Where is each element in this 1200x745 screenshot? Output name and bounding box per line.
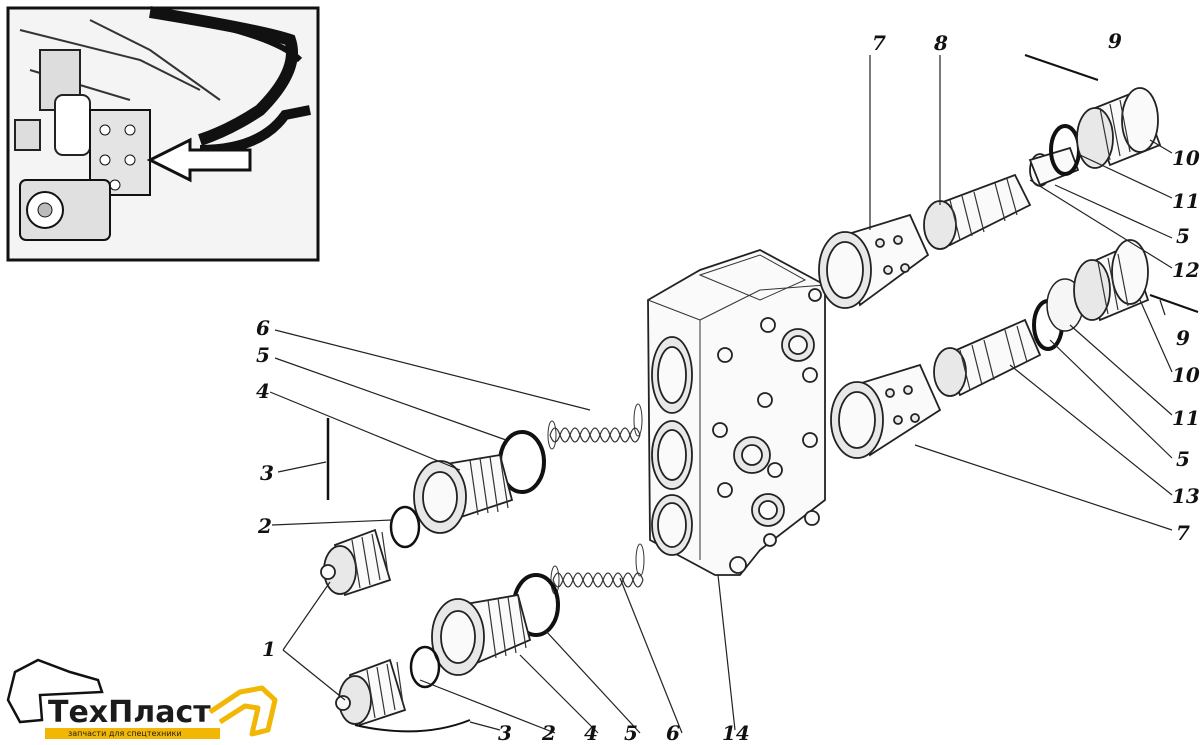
location-arrow-icon — [146, 137, 252, 183]
callout-2-upper: 2 — [257, 514, 272, 538]
callout-11-lower: 11 — [1172, 406, 1200, 430]
callout-10-lower: 10 — [1172, 363, 1200, 387]
nut-lower — [431, 593, 532, 676]
callout-9-upper: 9 — [1108, 29, 1122, 53]
callout-12: 12 — [1172, 258, 1200, 282]
callout-14: 14 — [722, 721, 750, 745]
callout-7-upper: 7 — [872, 31, 886, 55]
leader-lines — [269, 55, 1173, 734]
callout-labels: 1 2 2 3 3 4 4 5 5 5 5 6 6 7 7 8 9 9 10 1… — [256, 29, 1200, 745]
pin-right-lower — [1149, 294, 1199, 313]
spool-lower — [933, 318, 1042, 397]
pin-right-upper — [1024, 54, 1099, 81]
plug-upper — [320, 528, 392, 597]
callout-5-right-lower: 5 — [1176, 447, 1190, 471]
callout-11-upper: 11 — [1172, 189, 1200, 213]
sleeve-upper — [818, 213, 930, 309]
cap-lower — [1073, 239, 1150, 322]
cap-upper — [1076, 87, 1162, 169]
pin-lower — [354, 719, 471, 733]
callout-5-upper: 5 — [256, 343, 270, 367]
callout-1: 1 — [262, 637, 276, 661]
callout-5-lower: 5 — [624, 721, 638, 745]
callout-3-upper: 3 — [260, 461, 274, 485]
callout-7-lower: 7 — [1176, 521, 1190, 545]
callout-13: 13 — [1172, 484, 1200, 508]
callout-9-lower: 9 — [1176, 326, 1190, 350]
callout-5-right-upper: 5 — [1176, 224, 1190, 248]
valve-body — [647, 249, 826, 576]
sleeve-lower — [830, 363, 942, 459]
spring-lower — [550, 543, 645, 595]
washer-lower — [409, 645, 441, 689]
logo-tagline: запчасти для спецтехники — [68, 729, 182, 738]
plug-lower — [335, 658, 407, 727]
callout-3-lower: 3 — [498, 721, 512, 745]
washer-upper — [389, 505, 421, 549]
callout-8: 8 — [933, 31, 948, 55]
spring-upper — [547, 403, 643, 450]
inset-location-view — [6, 6, 320, 262]
logo-wordmark: ТехПласт — [48, 695, 211, 730]
nut-upper — [413, 453, 514, 534]
loader-arm-icon — [208, 685, 278, 737]
callout-4-upper: 4 — [256, 379, 270, 403]
callout-2-lower: 2 — [541, 721, 556, 745]
callout-4-lower: 4 — [584, 721, 598, 745]
excavator-icon — [6, 658, 104, 724]
callout-10-upper: 10 — [1172, 146, 1200, 170]
callout-6-upper: 6 — [256, 316, 270, 340]
company-logo: ТехПласт запчасти для спецтехники — [6, 658, 278, 739]
callout-6-lower: 6 — [666, 721, 680, 745]
